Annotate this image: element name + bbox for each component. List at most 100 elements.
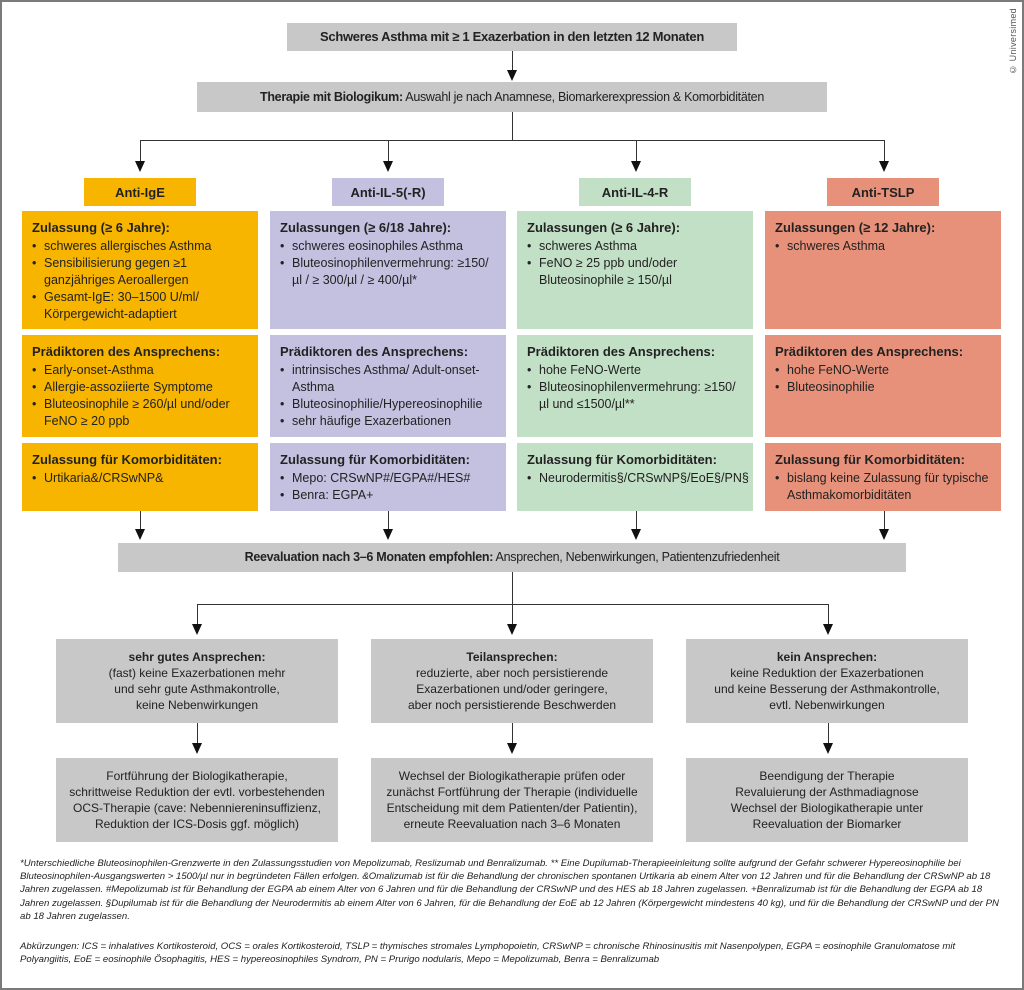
list-item: schweres Asthma [527, 238, 743, 255]
arrow-down-icon [507, 743, 517, 754]
response-line: aber noch persistierende Beschwerden [407, 698, 617, 713]
approval-panel-anti-ige: Zulassung (≥ 6 Jahre): schweres allergis… [22, 211, 258, 329]
therapy-box-bold: Therapie mit Biologikum: [260, 89, 403, 104]
list-item: Bluteosinophilie/Hypereosinophilie [280, 396, 496, 413]
predictors-panel-anti-il4r: Prädiktoren des Ansprechens: hohe FeNO-W… [517, 335, 753, 437]
predictors-panel-anti-il5: Prädiktoren des Ansprechens: intrinsisch… [270, 335, 506, 437]
action-box-none: Beendigung der Therapie Revaluierung der… [686, 758, 968, 842]
connector-line [388, 140, 389, 164]
list-item: Urtikaria&/CRSwNP& [32, 470, 248, 487]
action-line: Reduktion der ICS-Dosis ggf. möglich) [94, 817, 300, 832]
panel-heading: Prädiktoren des Ansprechens: [527, 344, 716, 359]
connector-line [636, 140, 637, 164]
list-item: Bluteosinophilenvermehrung: ≥150/µl / ≥ … [280, 255, 496, 289]
response-line: (fast) keine Exazerbationen mehr [108, 665, 286, 680]
action-line: OCS-Therapie (cave: Nebenniereninsuffizi… [73, 801, 321, 815]
list-item: Neurodermitis§/CRSwNP§/EoE§/PN§ [527, 470, 749, 487]
list-item: Sensibilisierung gegen ≥1 ganzjähriges A… [32, 255, 248, 289]
approval-panel-anti-il5: Zulassungen (≥ 6/18 Jahre): schweres eos… [270, 211, 506, 329]
arrow-down-icon [823, 743, 833, 754]
response-box-partial: Teilansprechen: reduzierte, aber noch pe… [371, 639, 653, 723]
response-line: keine Reduktion der Exazerbationen [730, 665, 924, 680]
list-item: schweres allergisches Asthma [32, 238, 248, 255]
connector-line [512, 723, 513, 745]
panel-heading: Zulassungen (≥ 12 Jahre): [775, 220, 936, 235]
response-line: und sehr gute Asthmakontrolle, [114, 682, 280, 696]
comorbidity-panel-anti-tslp: Zulassung für Komorbiditäten: bislang ke… [765, 443, 1001, 511]
connector-line [512, 112, 513, 140]
list-item: Bluteosinophilie [775, 379, 991, 396]
response-line: evtl. Nebenwirkungen [769, 698, 885, 713]
list-item: schweres Asthma [775, 238, 991, 255]
action-line: Fortführung der Biologikatherapie, [106, 768, 288, 783]
connector-line [140, 511, 141, 531]
list-item: bislang keine Zulassung für typische Ast… [775, 470, 991, 504]
drug-header-anti-il5: Anti-IL-5(-R) [332, 178, 444, 206]
arrow-down-icon [823, 624, 833, 635]
connector-line [512, 572, 513, 604]
action-line: Revaluierung der Asthmadiagnose [735, 784, 919, 799]
response-title: sehr gutes Ansprechen: [128, 649, 266, 664]
action-line: schrittweise Reduktion der evtl. vorbest… [69, 784, 325, 799]
approval-panel-anti-il4r: Zulassungen (≥ 6 Jahre): schweres Asthma… [517, 211, 753, 329]
panel-heading: Zulassung für Komorbiditäten: [280, 452, 470, 467]
connector-line [512, 604, 513, 626]
connector-line [828, 604, 829, 626]
list-item: Bluteosinophilenvermehrung: ≥150/µl und … [527, 379, 743, 413]
drug-header-anti-il4r: Anti-IL-4-R [579, 178, 691, 206]
panel-heading: Zulassung für Komorbiditäten: [527, 452, 717, 467]
response-box-very-good: sehr gutes Ansprechen: (fast) keine Exaz… [56, 639, 338, 723]
action-line: erneute Reevaluation nach 3–6 Monaten [403, 817, 621, 832]
arrow-down-icon [192, 743, 202, 754]
connector-line [884, 511, 885, 531]
panel-heading: Prädiktoren des Ansprechens: [775, 344, 964, 359]
arrow-down-icon [383, 529, 393, 540]
action-line: Reevaluation der Biomarker [752, 817, 902, 832]
action-line: Entscheidung mit dem Patienten/der Patie… [386, 801, 638, 815]
therapy-box-text: Auswahl je nach Anamnese, Biomarkerexpre… [402, 89, 764, 104]
therapy-box: Therapie mit Biologikum: Auswahl je nach… [197, 82, 827, 112]
comorbidity-panel-anti-il5: Zulassung für Komorbiditäten: Mepo: CRSw… [270, 443, 506, 511]
action-line: Wechsel der Biologikatherapie prüfen ode… [398, 768, 626, 783]
panel-heading: Prädiktoren des Ansprechens: [280, 344, 469, 359]
top-criterion-box: Schweres Asthma mit ≥ 1 Exazerbation in … [287, 23, 737, 51]
comorbidity-panel-anti-ige: Zulassung für Komorbiditäten: Urtikaria&… [22, 443, 258, 511]
list-item: Bluteosinophile ≥ 260/µl und/oder FeNO ≥… [32, 396, 248, 430]
reevaluation-box-text: Ansprechen, Nebenwirkungen, Patientenzuf… [493, 550, 780, 565]
action-box-partial: Wechsel der Biologikatherapie prüfen ode… [371, 758, 653, 842]
connector-line [884, 140, 885, 164]
footnotes: *Unterschiedliche Bluteosinophilen-Grenz… [20, 858, 999, 922]
response-box-none: kein Ansprechen: keine Reduktion der Exa… [686, 639, 968, 723]
connector-line [512, 51, 513, 71]
copyright-label: © Universimed [1008, 8, 1018, 75]
list-item: Early-onset-Asthma [32, 362, 248, 379]
panel-heading: Zulassung für Komorbiditäten: [775, 452, 965, 467]
connector-line [197, 723, 198, 745]
list-item: hohe FeNO-Werte [527, 362, 743, 379]
response-line: reduzierte, aber noch persistierende [415, 665, 609, 680]
comorbidity-panel-anti-il4r: Zulassung für Komorbiditäten: Neurodermi… [517, 443, 753, 511]
abbreviations: Abkürzungen: ICS = inhalatives Kortikost… [20, 941, 956, 966]
connector-line [828, 723, 829, 745]
list-item: Allergie-assoziierte Symptome [32, 379, 248, 396]
arrow-down-icon [507, 70, 517, 81]
connector-line [636, 511, 637, 531]
list-item: Mepo: CRSwNP#/EGPA#/HES# [280, 470, 496, 487]
arrow-down-icon [507, 624, 517, 635]
approval-panel-anti-tslp: Zulassungen (≥ 12 Jahre): schweres Asthm… [765, 211, 1001, 329]
reevaluation-box: Reevaluation nach 3–6 Monaten empfohlen:… [118, 543, 906, 572]
arrow-down-icon [135, 161, 145, 172]
arrow-down-icon [879, 529, 889, 540]
action-line: Wechsel der Biologikatherapie unter [730, 801, 924, 815]
arrow-down-icon [631, 161, 641, 172]
panel-heading: Zulassung für Komorbiditäten: [32, 452, 222, 467]
list-item: sehr häufige Exazerbationen [280, 413, 496, 430]
arrow-down-icon [135, 529, 145, 540]
arrow-down-icon [879, 161, 889, 172]
response-line: und keine Besserung der Asthmakontrolle, [714, 682, 940, 696]
action-line: Beendigung der Therapie [759, 768, 895, 783]
list-item: Benra: EGPA+ [280, 487, 496, 504]
list-item: FeNO ≥ 25 ppb und/oder Bluteosinophile ≥… [527, 255, 743, 289]
response-line: keine Nebenwirkungen [135, 698, 259, 713]
